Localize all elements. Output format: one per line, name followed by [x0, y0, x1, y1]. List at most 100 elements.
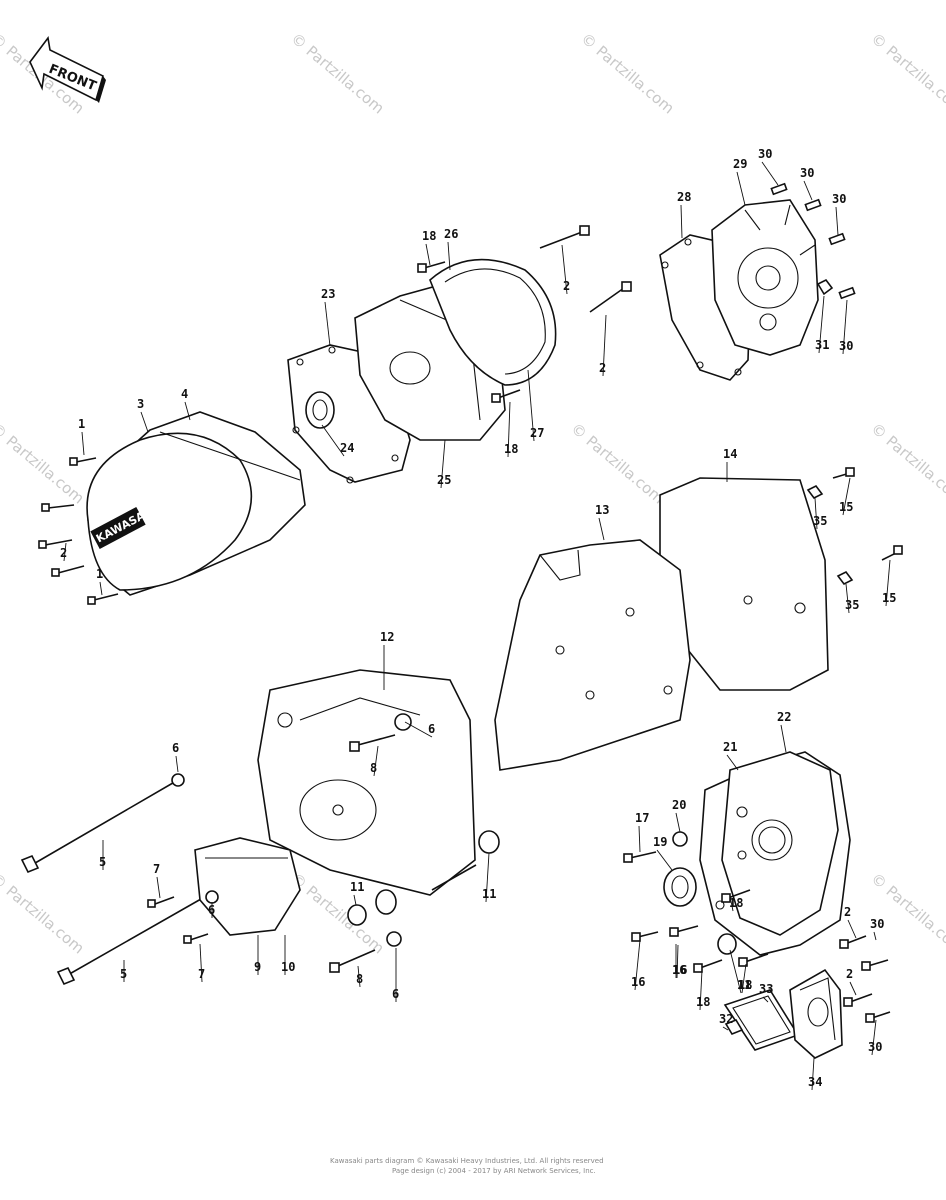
callout-leader-line [140, 411, 149, 433]
callout-label-20: 20 [672, 798, 686, 812]
callout-leader-line [99, 581, 103, 596]
callout-leader-line [63, 542, 67, 562]
callout-leader-line [873, 931, 877, 941]
callout-label-30: 30 [800, 166, 814, 180]
callout-leader-line [726, 754, 739, 771]
callout-leader-line [527, 369, 535, 442]
callout-label-18: 18 [729, 896, 743, 910]
callout-leader-line [811, 1057, 815, 1091]
callout-label-26: 26 [444, 227, 458, 241]
callout-leader-line [885, 559, 891, 607]
callout-label-11: 11 [482, 887, 496, 901]
callout-leader-line [199, 943, 203, 983]
callout-leader-line [353, 894, 357, 906]
front-arrow-icon: FRONT [29, 36, 106, 103]
callout-label-32: 32 [719, 1012, 733, 1026]
callout-label-34: 34 [808, 1075, 822, 1089]
callout-label-30: 30 [839, 339, 853, 353]
callout-label-23: 23 [321, 287, 335, 301]
callout-label-11: 11 [737, 978, 751, 992]
callout-leader-line [440, 439, 446, 489]
callout-label-3: 3 [137, 397, 144, 411]
callout-label-8: 8 [356, 972, 363, 986]
callout-leader-line [638, 825, 641, 853]
callout-label-33: 33 [759, 982, 773, 996]
callout-label-6: 6 [208, 903, 215, 917]
callout-label-7: 7 [153, 862, 160, 876]
callout-leader-line [324, 301, 331, 347]
callout-leader-line [680, 204, 683, 239]
callout-leader-line [699, 969, 703, 1011]
callout-label-5: 5 [120, 967, 127, 981]
callout-label-17: 17 [635, 811, 649, 825]
callout-leader-line [598, 517, 605, 541]
callout-label-30: 30 [870, 917, 884, 931]
callout-label-14: 14 [723, 447, 737, 461]
callout-leader-line [736, 171, 746, 206]
watermark-text: © Partzilla.com [577, 29, 677, 117]
callout-leader-line [447, 241, 451, 271]
oil-pump-cover-group [623, 751, 891, 1059]
callout-label-21: 21 [723, 740, 737, 754]
callout-leader-line [184, 401, 191, 421]
callout-leader-line [175, 755, 179, 773]
callout-leader-line [373, 745, 379, 777]
callout-leader-line [676, 944, 679, 979]
callout-leader-line [780, 724, 787, 753]
callout-label-15: 15 [882, 591, 896, 605]
gear-cover-group [659, 182, 856, 381]
cylinder-shroud-group [494, 467, 903, 771]
callout-leader-line [357, 965, 361, 988]
callout-leader-line [847, 919, 857, 939]
callout-leader-line [762, 996, 769, 1003]
watermark-text: © Partzilla.com [567, 419, 667, 507]
callout-label-1: 1 [78, 417, 85, 431]
callout-leader-line [842, 299, 848, 355]
callout-leader-line [741, 963, 747, 994]
callout-label-22: 22 [777, 710, 791, 724]
callout-leader-line [404, 721, 433, 738]
callout-label-2: 2 [60, 546, 67, 560]
callout-leader-line [818, 295, 825, 354]
crankcase-cover-group [20, 669, 500, 986]
callout-leader-line [845, 583, 850, 614]
callout-leader-line [722, 1026, 729, 1031]
callout-leader-line [321, 424, 345, 457]
callout-leader-line [634, 939, 641, 991]
callout-label-12: 12 [380, 630, 394, 644]
watermark-text: © Partzilla.com [867, 419, 946, 507]
callout-leader-line [842, 477, 851, 516]
callout-leader-line [803, 180, 813, 201]
callout-label-18: 18 [504, 442, 518, 456]
callout-label-7: 7 [198, 967, 205, 981]
callout-label-30: 30 [758, 147, 772, 161]
callout-label-18: 18 [422, 229, 436, 243]
callout-label-30: 30 [832, 192, 846, 206]
callout-label-28: 28 [677, 190, 691, 204]
callout-label-27: 27 [530, 426, 544, 440]
callout-label-2: 2 [846, 967, 853, 981]
callout-label-4: 4 [181, 387, 188, 401]
callout-label-10: 10 [281, 960, 295, 974]
callout-label-35: 35 [813, 514, 827, 528]
callout-leader-line [507, 401, 511, 458]
callout-leader-line [835, 206, 839, 236]
callout-leader-line [485, 852, 490, 903]
callout-leader-line [761, 161, 779, 186]
callout-leader-line [675, 812, 681, 833]
callout-label-31: 31 [815, 338, 829, 352]
watermark-text: © Partzilla.com [867, 869, 946, 957]
magneto-cover-group: KAWASAKI [38, 411, 306, 605]
callout-label-6: 6 [428, 722, 435, 736]
callout-label-35: 35 [845, 598, 859, 612]
callout-leader-line [871, 1019, 877, 1056]
callout-label-24: 24 [340, 441, 354, 455]
callout-label-5: 5 [99, 855, 106, 869]
watermark-text: © Partzilla.com [867, 29, 946, 117]
callout-label-8: 8 [370, 761, 377, 775]
callout-label-2: 2 [844, 905, 851, 919]
callout-leader-line [814, 497, 818, 530]
callout-label-11: 11 [350, 880, 364, 894]
callout-leader-line [81, 431, 85, 456]
